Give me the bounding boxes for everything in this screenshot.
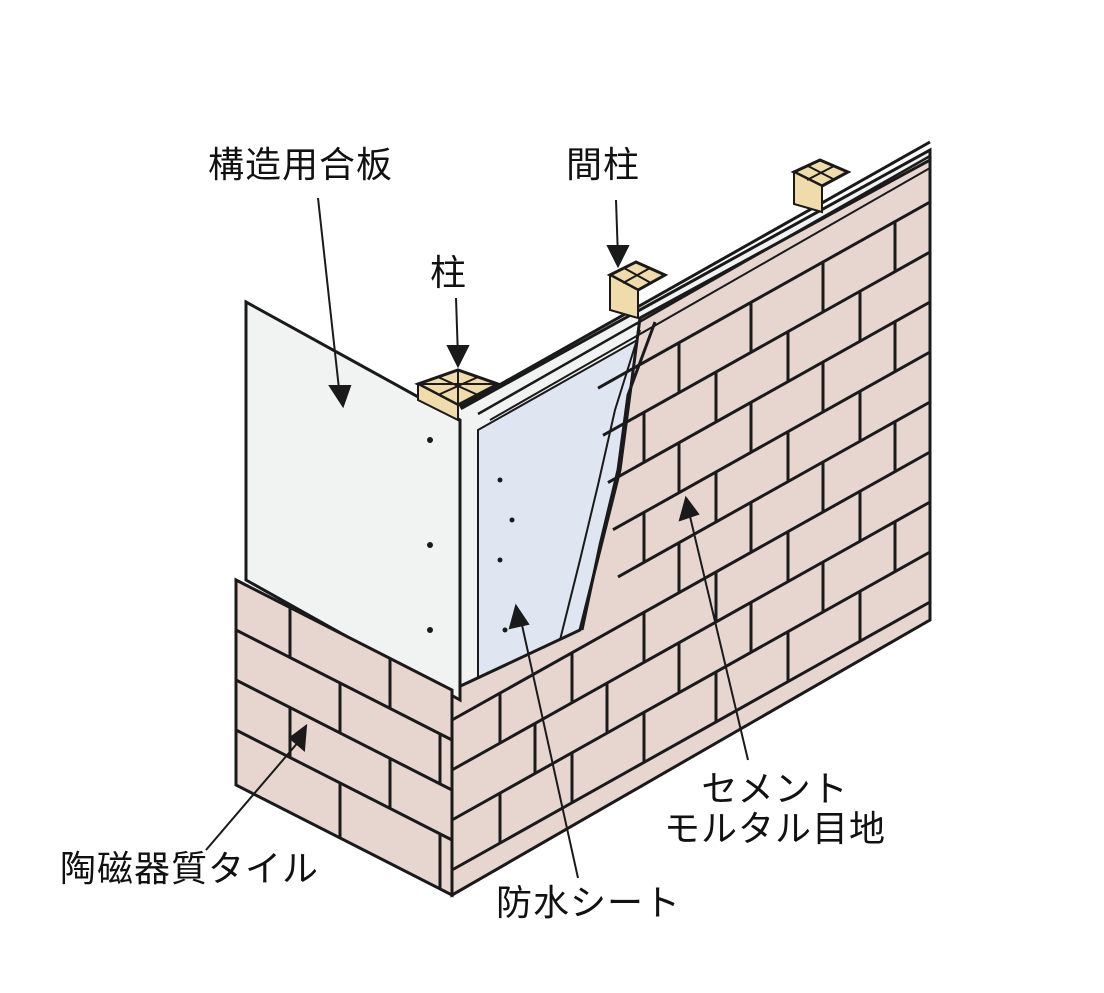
siding-edge-2 bbox=[559, 329, 641, 641]
mortar-joint bbox=[451, 600, 931, 872]
label-stud: 間柱 bbox=[566, 145, 641, 186]
top-edge-line-2 bbox=[477, 154, 931, 416]
leader-arrows bbox=[205, 197, 749, 879]
mortar-joint bbox=[602, 250, 931, 437]
left-mortar-joints bbox=[235, 607, 453, 889]
label-cement-line2: モルタル目地 bbox=[664, 809, 887, 851]
mortar-joint bbox=[451, 500, 931, 772]
right-brick-wall bbox=[450, 157, 932, 898]
arrowhead-tile bbox=[288, 723, 308, 753]
label-structural-plywood: 構造用合板 bbox=[208, 145, 394, 186]
mortar-joint bbox=[235, 678, 453, 792]
arrowhead-mortar bbox=[678, 495, 700, 522]
label-cement-line1: セメント bbox=[701, 769, 849, 810]
mortar-joint bbox=[235, 728, 453, 842]
mortar-joint bbox=[597, 200, 931, 390]
arrowhead-sheet bbox=[508, 603, 530, 630]
mortar-joint bbox=[612, 350, 931, 532]
top-edge-line-3 bbox=[489, 167, 931, 421]
label-porcelain-tile: 陶磁器質タイル bbox=[60, 849, 320, 890]
label-waterproof-sheet: 防水シート bbox=[496, 883, 682, 924]
stud-post-1 bbox=[606, 260, 669, 320]
right-mortar-joints bbox=[451, 200, 931, 872]
leader-sheet bbox=[519, 615, 579, 879]
mortar-joint bbox=[451, 450, 931, 722]
top-edge-line-1 bbox=[461, 140, 931, 408]
siding-edge bbox=[580, 321, 657, 631]
leader-tile bbox=[205, 739, 301, 851]
mortar-joint bbox=[451, 550, 931, 822]
leader-mortar bbox=[687, 507, 749, 761]
label-cement-mortar-joint: セメント モルタル目地 bbox=[664, 769, 887, 851]
stud-post-2 bbox=[790, 158, 852, 214]
mortar-joint bbox=[607, 300, 931, 484]
column-post bbox=[414, 368, 502, 422]
mortar-joint bbox=[617, 400, 931, 579]
leader-plywood bbox=[317, 197, 341, 399]
mortar-joint bbox=[235, 628, 453, 742]
arrowhead-plywood bbox=[328, 385, 352, 409]
nail-dots bbox=[427, 437, 515, 633]
left-plywood-panel bbox=[244, 299, 462, 703]
arrowhead-stud bbox=[606, 245, 630, 269]
arrowhead-column bbox=[446, 345, 470, 369]
label-column: 柱 bbox=[430, 253, 468, 294]
